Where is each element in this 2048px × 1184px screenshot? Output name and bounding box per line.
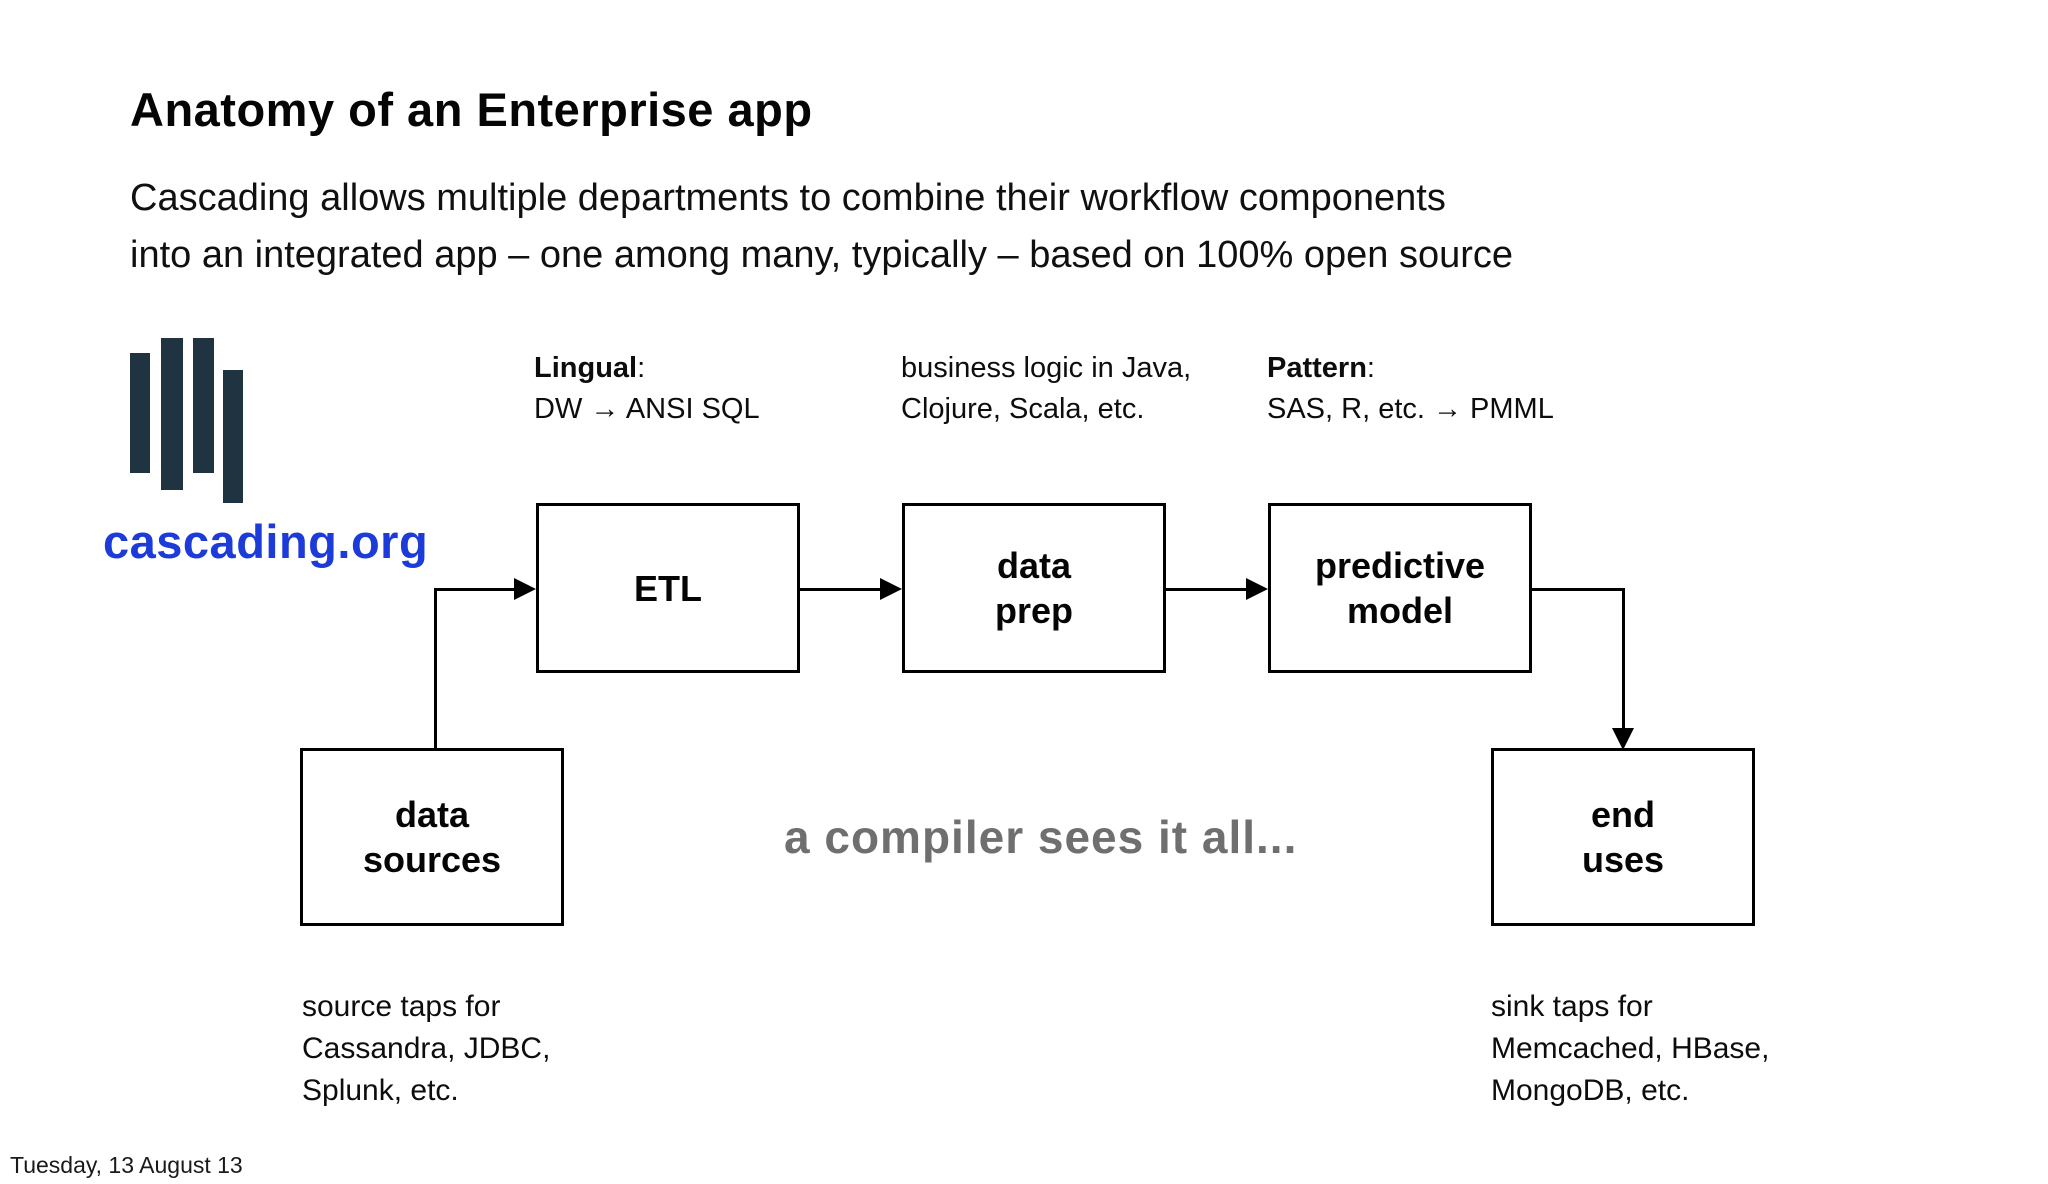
page-title: Anatomy of an Enterprise app bbox=[130, 83, 813, 136]
sink-taps-note: sink taps for Memcached, HBase, MongoDB,… bbox=[1491, 990, 1770, 1107]
logo-bar-icon bbox=[223, 370, 243, 503]
annotation-lingual: Lingual: DW → ANSI SQL bbox=[534, 348, 760, 430]
annotation-pattern-detail: SAS, R, etc. → PMML bbox=[1267, 393, 1554, 425]
node-etl: ETL bbox=[536, 503, 800, 673]
annotation-lingual-heading: Lingual: bbox=[534, 352, 646, 384]
arrowhead-into-etl-icon bbox=[514, 578, 536, 600]
annotation-lingual-detail: DW → ANSI SQL bbox=[534, 393, 760, 425]
connector-sources-to-etl-horizontal bbox=[434, 588, 514, 591]
annotation-pattern: Pattern: SAS, R, etc. → PMML bbox=[1267, 348, 1554, 430]
node-data-prep: data prep bbox=[902, 503, 1166, 673]
connector-etl-to-dataprep bbox=[800, 588, 880, 591]
slide-subtitle: Cascading allows multiple departments to… bbox=[130, 177, 1514, 276]
logo-bar-icon bbox=[193, 338, 214, 473]
cascading-org-link[interactable]: cascading.org bbox=[103, 515, 429, 568]
arrowhead-into-dataprep-icon bbox=[880, 578, 902, 600]
connector-dataprep-to-predictive bbox=[1166, 588, 1246, 591]
connector-sources-to-etl-vertical bbox=[434, 588, 437, 748]
node-end-uses: end uses bbox=[1491, 748, 1755, 926]
arrowhead-into-enduses-icon bbox=[1612, 728, 1634, 750]
connector-predictive-to-enduses-vertical bbox=[1622, 588, 1625, 728]
annotation-business-logic: business logic in Java, Clojure, Scala, … bbox=[901, 352, 1192, 425]
date-stamp: Tuesday, 13 August 13 bbox=[10, 1152, 243, 1178]
compiler-caption: a compiler sees it all... bbox=[784, 811, 1298, 863]
source-taps-note: source taps for Cassandra, JDBC, Splunk,… bbox=[302, 990, 551, 1107]
logo-bar-icon bbox=[161, 338, 183, 490]
arrowhead-into-predictive-icon bbox=[1246, 578, 1268, 600]
node-predictive-model: predictive model bbox=[1268, 503, 1532, 673]
connector-predictive-to-enduses-horizontal bbox=[1532, 588, 1625, 591]
annotation-pattern-heading: Pattern: bbox=[1267, 352, 1375, 384]
cascading-logo bbox=[130, 338, 250, 508]
logo-bar-icon bbox=[130, 353, 150, 473]
node-data-sources: data sources bbox=[300, 748, 564, 926]
